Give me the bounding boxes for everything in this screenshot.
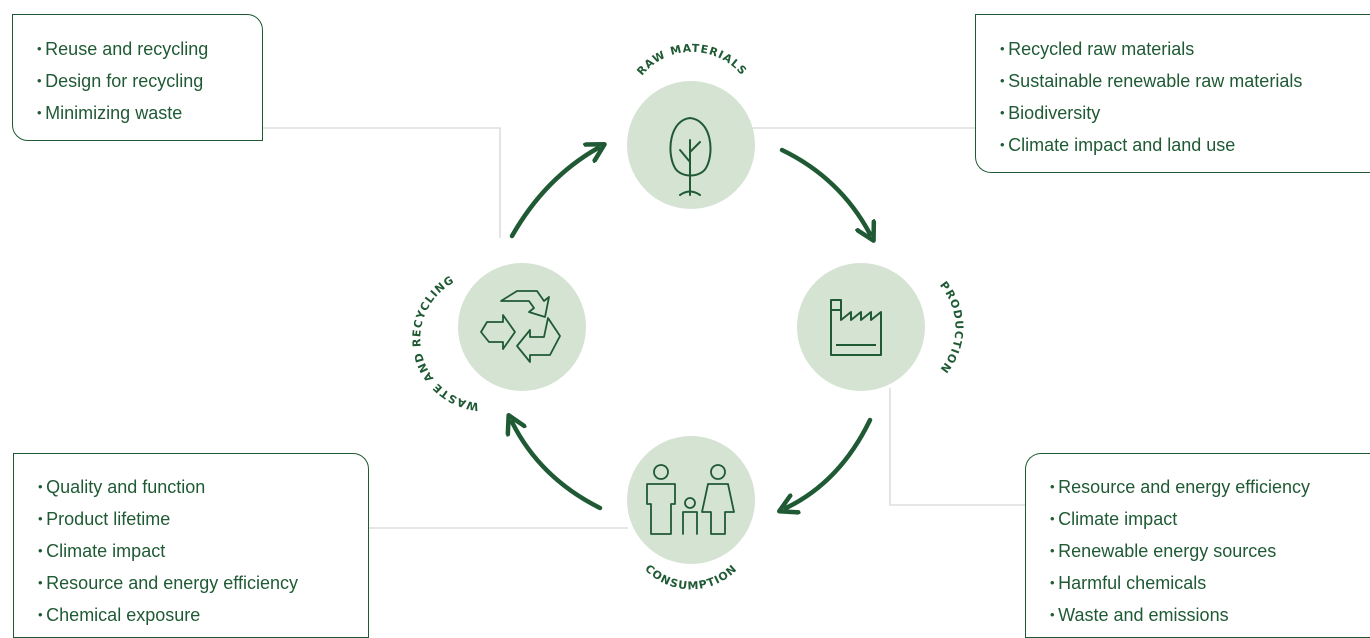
arrow-waste-to-raw [509, 148, 598, 239]
recycle-icon [480, 290, 561, 363]
waste-info-box: Reuse and recycling Design for recycling… [12, 14, 263, 141]
consumption-item: Chemical exposure [38, 600, 368, 632]
production-item: Renewable energy sources [1050, 536, 1370, 568]
production-item: Climate impact [1050, 504, 1370, 536]
cycle-arrows [512, 148, 870, 508]
waste-item: Design for recycling [37, 66, 262, 98]
consumption-item: Product lifetime [38, 504, 368, 536]
production-item: Waste and emissions [1050, 600, 1370, 632]
factory-icon [830, 299, 882, 356]
arrow-consumption-to-waste [512, 422, 603, 511]
consumption-item: Resource and energy efficiency [38, 568, 368, 600]
arrow-production-to-consumption [786, 417, 873, 508]
connector-lines [262, 127, 1025, 529]
raw-item: Recycled raw materials [1000, 34, 1370, 66]
waste-recycling-circle [458, 263, 586, 391]
arrow-raw-to-production [779, 147, 870, 234]
tree-icon [669, 117, 712, 196]
stage-label-raw-materials: RAW MATERIALS [634, 42, 749, 78]
production-item: Resource and energy efficiency [1050, 472, 1370, 504]
family-icon [646, 464, 735, 535]
connector-waste [262, 127, 501, 238]
raw-item: Climate impact and land use [1000, 130, 1370, 162]
consumption-item: Quality and function [38, 472, 368, 504]
stage-label-production: PRODUCTION [937, 279, 965, 376]
waste-item: Minimizing waste [37, 98, 262, 130]
waste-item: Reuse and recycling [37, 34, 262, 66]
consumption-item: Climate impact [38, 536, 368, 568]
connector-production [889, 388, 1025, 506]
production-circle [797, 263, 925, 391]
raw-item: Biodiversity [1000, 98, 1370, 130]
stage-label-consumption: CONSUMPTION [642, 562, 739, 593]
production-item: Harmful chemicals [1050, 568, 1370, 600]
raw-item: Sustainable renewable raw materials [1000, 66, 1370, 98]
raw-materials-info-box: Recycled raw materials Sustainable renew… [975, 14, 1370, 173]
production-info-box: Resource and energy efficiency Climate i… [1025, 453, 1370, 638]
consumption-info-box: Quality and function Product lifetime Cl… [13, 453, 369, 638]
